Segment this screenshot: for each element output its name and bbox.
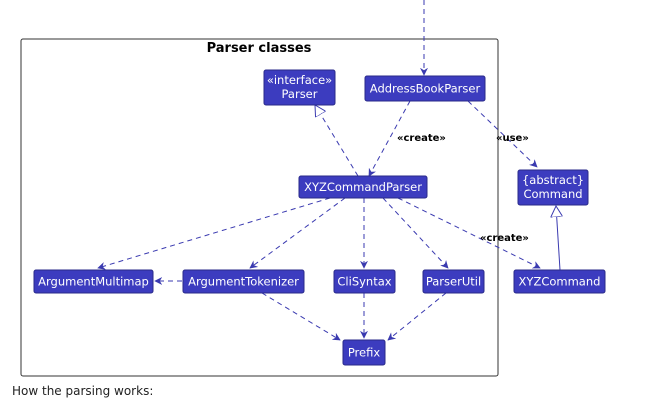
- class-xyzcommandparser: XYZCommandParser: [298, 175, 428, 199]
- class-command-abstract: {abstract} Command: [517, 169, 589, 206]
- class-argumenttokenizer: ArgumentTokenizer: [182, 269, 305, 294]
- command-stereotype: {abstract}: [522, 173, 584, 187]
- caption-text: How the parsing works:: [12, 384, 154, 398]
- addressbookparser-name: AddressBookParser: [370, 82, 481, 96]
- edge-argumenttokenizer-to-prefix: [261, 292, 341, 341]
- label-create-addressbookparser: «create»: [397, 133, 446, 144]
- edge-parserutil-to-prefix: [387, 292, 447, 341]
- edge-xyzcommandparser-implements-parser: [315, 105, 359, 177]
- xyzcommand-name: XYZCommand: [519, 275, 601, 289]
- class-clisyntax: CliSyntax: [333, 269, 396, 294]
- edge-xyzcommand-extends-command: [556, 206, 560, 271]
- package-title: Parser classes: [207, 41, 312, 56]
- package-frame: [20, 38, 499, 377]
- class-prefix: Prefix: [342, 339, 386, 366]
- argumenttokenizer-name: ArgumentTokenizer: [188, 275, 299, 289]
- edge-xyzcommandparser-to-argumentmultimap: [97, 197, 331, 270]
- class-xyzcommand: XYZCommand: [513, 269, 606, 294]
- edge-xyzcommandparser-to-argumenttokenizer: [249, 197, 346, 269]
- parserutil-name: ParserUtil: [426, 275, 481, 289]
- class-addressbookparser: AddressBookParser: [364, 75, 486, 102]
- edge-addressbookparser-uses-command: [467, 100, 538, 168]
- prefix-name: Prefix: [348, 346, 381, 360]
- parser-stereotype: «interface»: [267, 73, 332, 87]
- parser-name: Parser: [282, 87, 318, 101]
- command-name: Command: [523, 187, 582, 201]
- class-parser-interface: «interface» Parser: [263, 69, 336, 106]
- argumentmultimap-name: ArgumentMultimap: [38, 275, 149, 289]
- label-create-xyzcommand: «create»: [480, 233, 529, 244]
- class-argumentmultimap: ArgumentMultimap: [33, 269, 154, 294]
- edge-xyzcommandparser-to-parserutil: [382, 197, 449, 269]
- xyzcommandparser-name: XYZCommandParser: [304, 180, 422, 194]
- class-parserutil: ParserUtil: [422, 269, 485, 294]
- clisyntax-name: CliSyntax: [337, 275, 391, 289]
- label-use-command: «use»: [496, 133, 529, 144]
